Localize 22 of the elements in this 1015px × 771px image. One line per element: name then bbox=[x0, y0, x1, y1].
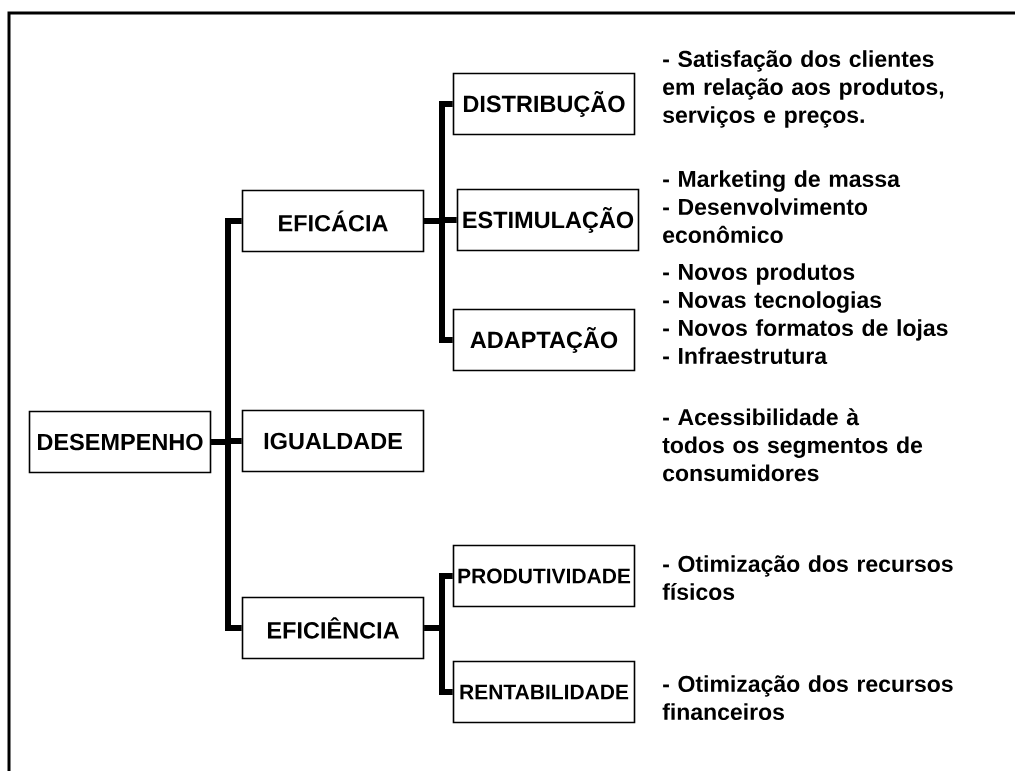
note-text: - Novos produtos - Novas tecnologias - Novos formatos de lojas - Infraestrutura bbox=[663, 263, 948, 365]
box: IGUALDADE bbox=[241, 409, 425, 473]
note-text: - Otimização dos recursos físicos bbox=[662, 555, 953, 601]
node-label: - Novos formatos de lojas bbox=[663, 319, 948, 341]
connector bbox=[211, 439, 242, 631]
note-text: - Otimização dos recursos financeiros bbox=[662, 675, 953, 721]
node-label: - Novos produtos bbox=[663, 263, 855, 285]
box: PRODUTIVIDADE bbox=[452, 544, 636, 608]
box: ESTIMULAÇÃO bbox=[456, 188, 640, 252]
box: EFICÁCIA bbox=[241, 189, 425, 253]
note-text: - Satisfação dos clientes em relação aos produtos, serviços e preços. bbox=[663, 50, 944, 128]
connector bbox=[424, 218, 453, 343]
box: DESEMPENHO bbox=[28, 410, 212, 474]
box: EFICIÊNCIA bbox=[241, 596, 425, 660]
note-text: - Marketing de massa - Desenvolvimento econômico bbox=[663, 170, 901, 244]
box: DISTRIBUÇÃO bbox=[452, 72, 636, 136]
node-label: - Infraestrutura bbox=[663, 347, 828, 365]
note-text: - Acessibilidade à todos os segmentos de consumidores bbox=[662, 408, 923, 482]
box: ADAPTAÇÃO bbox=[452, 308, 636, 372]
box: RENTABILIDADE bbox=[452, 660, 636, 724]
node-label: - Novas tecnologias bbox=[663, 291, 882, 313]
connector bbox=[424, 625, 453, 695]
